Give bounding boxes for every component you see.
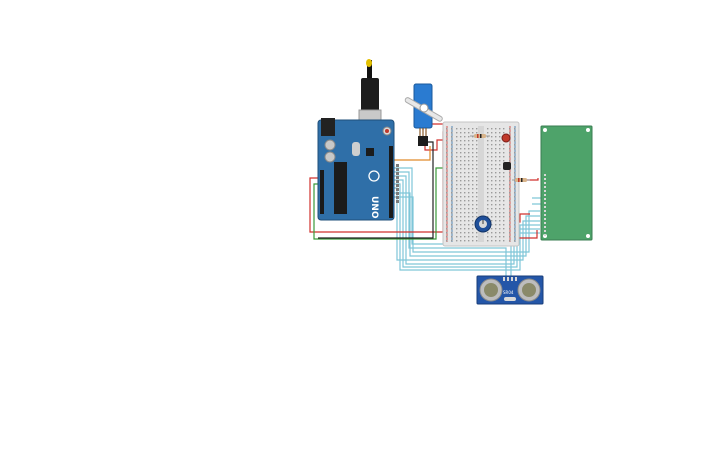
breadboard[interactable] [442, 121, 520, 247]
servo-motor[interactable] [404, 83, 443, 146]
led-red[interactable] [501, 133, 511, 143]
lcd-mount-hole-tl [543, 128, 547, 132]
wire-lcd-d6[interactable] [392, 179, 540, 268]
atmega-chip [334, 162, 347, 214]
small-chip [366, 148, 374, 156]
wire-servo-signal[interactable] [392, 146, 431, 161]
crystal [352, 142, 360, 156]
capacitor-2 [324, 151, 336, 163]
arduino-uno-board[interactable]: UNO [317, 59, 399, 221]
sensor-crystal [504, 297, 516, 301]
usb-cable [367, 60, 372, 86]
digital-pins [396, 164, 399, 203]
lcd-display[interactable] [540, 125, 593, 241]
transistor[interactable] [503, 162, 511, 170]
wire-sensor-trig[interactable] [392, 171, 507, 276]
lcd-mount-hole-br [586, 234, 590, 238]
servo-hub [419, 103, 429, 113]
usb-cable-tip [366, 59, 372, 67]
power-jack [321, 118, 335, 136]
sensor-transducer-left-inner [484, 283, 498, 297]
sensor-pins [503, 277, 517, 281]
breadboard-channel [478, 126, 484, 242]
digital-header [389, 146, 393, 218]
usb-plug [361, 78, 379, 112]
capacitor-1 [324, 139, 336, 151]
sensor-label: SR04 [503, 290, 514, 295]
potentiometer[interactable] [474, 215, 492, 233]
wire-lcd-en[interactable] [392, 192, 540, 257]
analog-header [320, 170, 324, 214]
servo-connector [418, 136, 428, 146]
breadboard-holes [446, 128, 516, 242]
resistor-lcd[interactable] [512, 178, 530, 182]
resistor-led[interactable] [470, 134, 490, 138]
wire-pot-power2[interactable] [515, 230, 538, 239]
sensor-transducer-right-inner [522, 283, 536, 297]
arduino-logo-icon [368, 170, 380, 182]
servo-cable [419, 128, 427, 136]
reset-button-cap [385, 129, 389, 133]
arduino-model-label: UNO [369, 196, 379, 219]
ultrasonic-sensor[interactable]: SR04 [476, 275, 544, 305]
lcd-mount-hole-tr [586, 128, 590, 132]
wire-sensor-echo[interactable] [392, 167, 512, 276]
lcd-pcb [540, 125, 593, 241]
lcd-pins [544, 174, 546, 236]
